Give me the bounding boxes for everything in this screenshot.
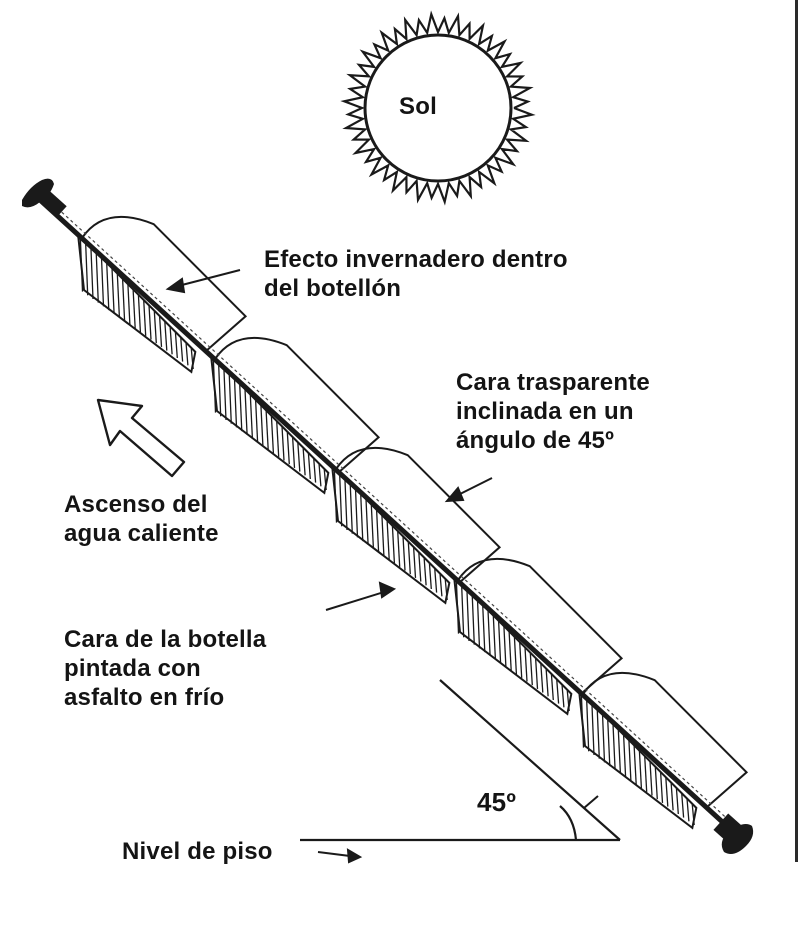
angle-label: 45º [477,787,517,817]
painted-face-label: Cara de la botella pintada con asfalto e… [64,626,267,711]
bottle-transparent-half [457,557,624,693]
sun-label: Sol [399,93,437,120]
arrow-greenhouse [165,269,241,294]
sun-disc [363,33,513,183]
bottle-transparent-half [582,671,749,807]
top-end-cap [22,178,67,216]
sun [340,10,536,206]
bottle-transparent-half [81,215,248,351]
floor-level-label: Nivel de piso [122,838,273,865]
bottle-painted-half [577,687,698,830]
bottle-transparent-half [335,446,502,582]
floor-level-arrow [317,848,363,864]
angle-construction [300,679,621,842]
bottle-painted-half [452,573,573,716]
hot-water-ascent-arrow [96,398,186,478]
bottle-row [76,215,749,830]
hot-water-ascent-label: Ascenso del agua caliente [64,491,219,547]
greenhouse-effect-label: Efecto invernadero dentro del botellón [264,246,568,302]
bottom-end-cap [713,813,754,854]
arrow-transparent [444,477,493,503]
bottle-painted-half [330,462,451,605]
transparent-face-label: Cara trasparente inclinada en un ángulo … [456,369,650,454]
frame-right-border [795,0,798,862]
bottle-painted-half [209,352,330,495]
sun-rays [340,10,536,206]
bottle-painted-half [76,231,197,374]
main-pipe [38,195,745,840]
pointer-arrows [165,269,493,611]
arrow-painted [325,581,397,611]
bottle-transparent-half [214,336,381,472]
